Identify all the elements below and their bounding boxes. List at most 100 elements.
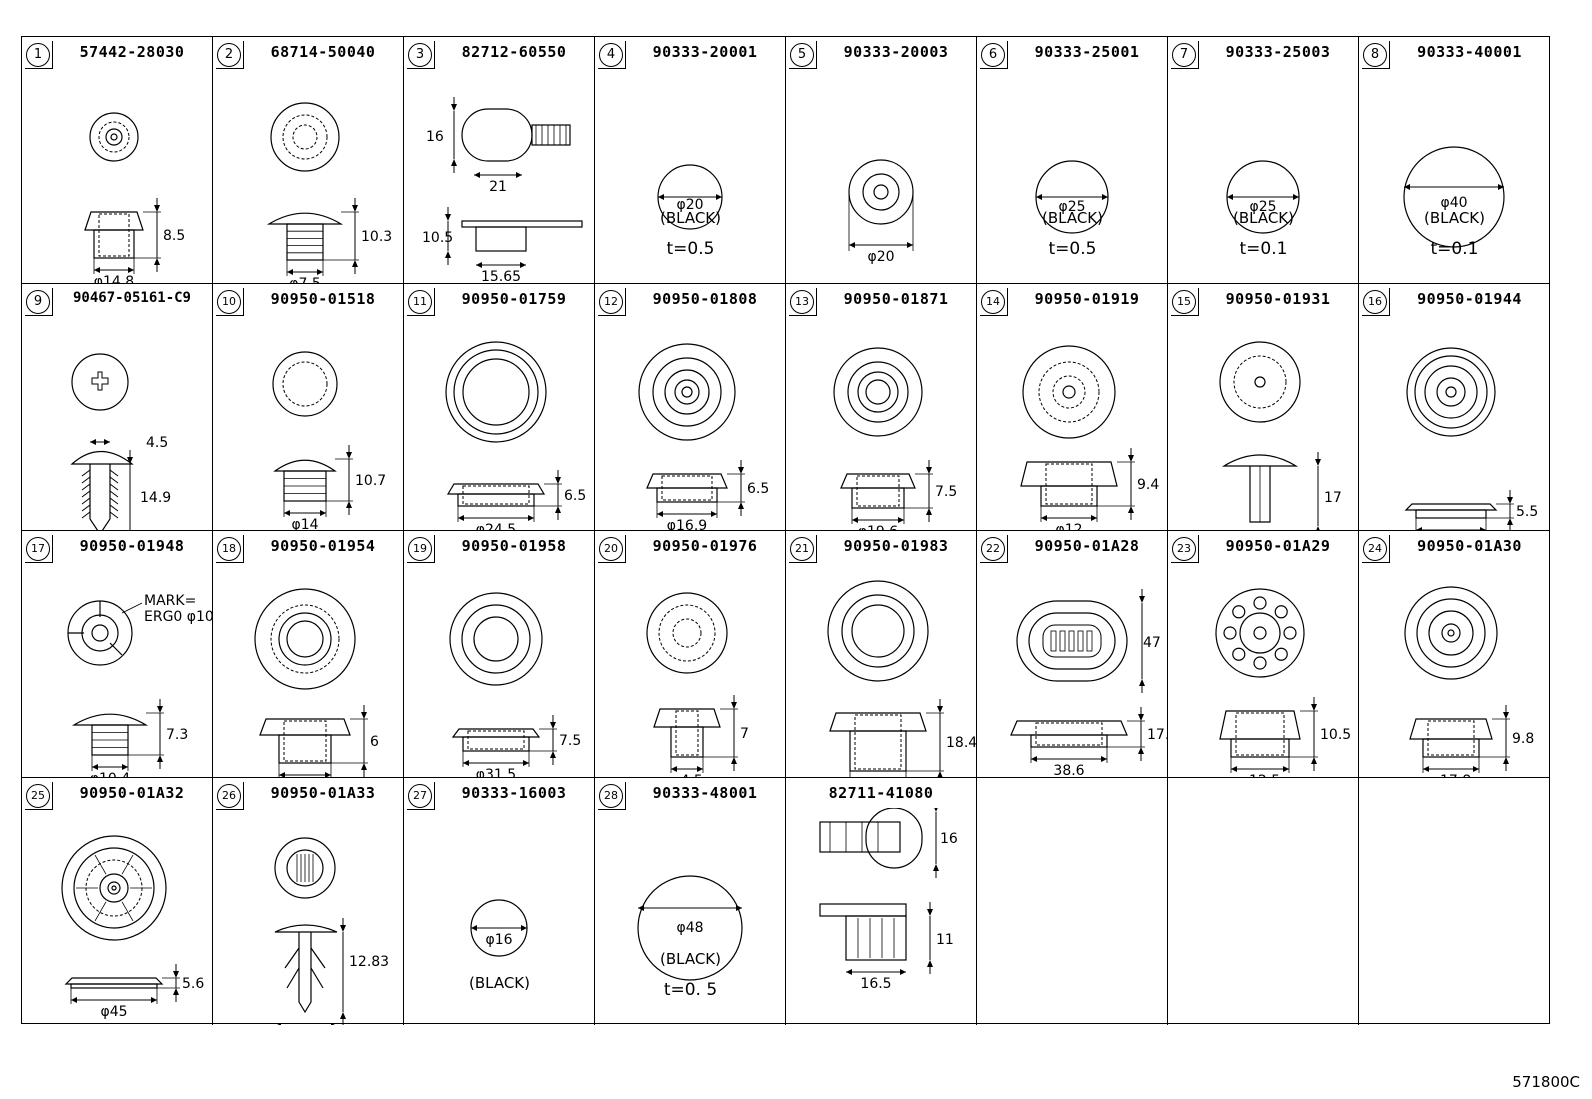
part-ref-number-box: 6	[980, 41, 1008, 69]
empty-cell	[1168, 778, 1359, 1025]
part-ref-number-box: 13	[789, 288, 817, 316]
dim-diameter: φ16	[485, 932, 512, 948]
dim-height: 10.5	[1320, 727, 1351, 743]
part-cell: 23 90950-01A29 φ12.5 10.5	[1168, 531, 1359, 778]
part-ref-number: 8	[1363, 43, 1387, 67]
part-drawing: 12.83φ27.4	[274, 837, 389, 1025]
dim-height: 7.5	[935, 484, 957, 500]
part-ref-number: 23	[1172, 537, 1196, 561]
part-number: 90950-01A28	[1034, 537, 1140, 555]
part-ref-number-box: 16	[1362, 288, 1390, 316]
part-drawing: φ40	[1403, 146, 1505, 248]
part-ref-number-box: 10	[216, 288, 244, 316]
part-number: 90333-48001	[652, 784, 758, 802]
dim-height: 9.8	[1512, 731, 1534, 747]
dim-top-width: 21	[489, 179, 507, 195]
part-ref-number: 1	[26, 43, 50, 67]
part-ref-number: 3	[408, 43, 432, 67]
part-drawing: φ20	[848, 159, 914, 265]
part-ref-number: 2	[217, 43, 241, 67]
part-number: 90950-01871	[843, 290, 949, 308]
part-drawing: φ25	[1035, 160, 1109, 234]
dim-top-height: 16	[940, 831, 958, 847]
part-ref-number: 6	[981, 43, 1005, 67]
part-ref-number: 25	[26, 784, 50, 808]
part-ref-number-box: 7	[1171, 41, 1199, 69]
part-ref-number-box: 24	[1362, 535, 1390, 563]
part-drawing: φ22.15.5	[1404, 347, 1538, 531]
part-number: 90950-01944	[1417, 290, 1522, 308]
part-ref-number-box: 20	[598, 535, 626, 563]
dim-diameter: φ7.5	[289, 276, 321, 284]
part-number: 90950-01954	[270, 537, 376, 555]
part-ref-number-box: 3	[407, 41, 435, 69]
part-drawing: φ4.57	[646, 592, 749, 778]
part-ref-number-box: 28	[598, 782, 626, 810]
part-ref-number: 12	[599, 290, 623, 314]
part-ref-number-box: 12	[598, 288, 626, 316]
dim-diameter: 38.6	[1053, 763, 1084, 778]
color-note: (BLACK)	[1041, 209, 1103, 227]
part-number: 90950-01A29	[1225, 537, 1331, 555]
dim-height: 10.5	[422, 230, 453, 246]
part-drawing: MARK=ERG0 φ10φ10.47.3	[67, 593, 213, 778]
dim-diameter: φ45	[100, 1004, 127, 1020]
dim-diameter: φ17.8	[1431, 773, 1471, 778]
part-ref-number: 15	[1172, 290, 1196, 314]
part-number: 90333-40001	[1417, 43, 1522, 61]
dim-height: 6.5	[564, 488, 586, 504]
dim-diameter: φ20	[676, 197, 703, 213]
thickness-note: t=0.5	[666, 239, 715, 259]
part-number: 90950-01958	[461, 537, 567, 555]
dim-diameter: φ25	[1058, 199, 1085, 215]
part-drawing: φ25	[1226, 160, 1300, 234]
thickness-note: t=0.5	[1048, 239, 1097, 259]
part-ref-number-box: 22	[980, 535, 1008, 563]
part-ref-number: 19	[408, 537, 432, 561]
dim-height: 11	[936, 932, 954, 948]
dim-height: 10.3	[361, 229, 392, 245]
part-ref-number: 13	[790, 290, 814, 314]
part-ref-number-box: 27	[407, 782, 435, 810]
mark-label-2: ERG0 φ10	[144, 609, 213, 625]
diagram-code: 571800C	[1512, 1073, 1580, 1091]
dim-height: 5.5	[1516, 504, 1538, 520]
dim-diameter: 16.5	[860, 976, 891, 992]
part-cell: 16 90950-01944 φ22.15.5	[1359, 284, 1550, 531]
part-number: 90333-20001	[652, 43, 758, 61]
dim-diameter: φ10.4	[90, 771, 131, 778]
part-ref-number: 7	[1172, 43, 1196, 67]
dim-top-height: 16	[426, 129, 444, 145]
part-number: 90950-01A30	[1417, 537, 1522, 555]
thickness-note: t=0. 5	[663, 980, 718, 1000]
part-ref-number-box: 11	[407, 288, 435, 316]
empty-cell	[977, 778, 1168, 1025]
thickness-note: t=0.1	[1430, 239, 1479, 259]
dim-diameter: φ24.5	[476, 522, 516, 531]
part-ref-number-box: 8	[1362, 41, 1390, 69]
part-number: 90333-25001	[1034, 43, 1140, 61]
part-number: 90333-20003	[843, 43, 949, 61]
part-number: 90950-01A32	[79, 784, 185, 802]
dim-diameter: φ14	[291, 517, 318, 531]
empty-cell	[1359, 778, 1550, 1025]
part-ref-number: 27	[408, 784, 432, 808]
dim-diameter: φ12.5	[1240, 773, 1280, 778]
dim-height: 7.3	[166, 727, 188, 743]
part-ref-number-box: 21	[789, 535, 817, 563]
part-number: 82712-60550	[461, 43, 567, 61]
part-ref-number: 28	[599, 784, 623, 808]
dim-diameter: φ20	[867, 249, 894, 265]
